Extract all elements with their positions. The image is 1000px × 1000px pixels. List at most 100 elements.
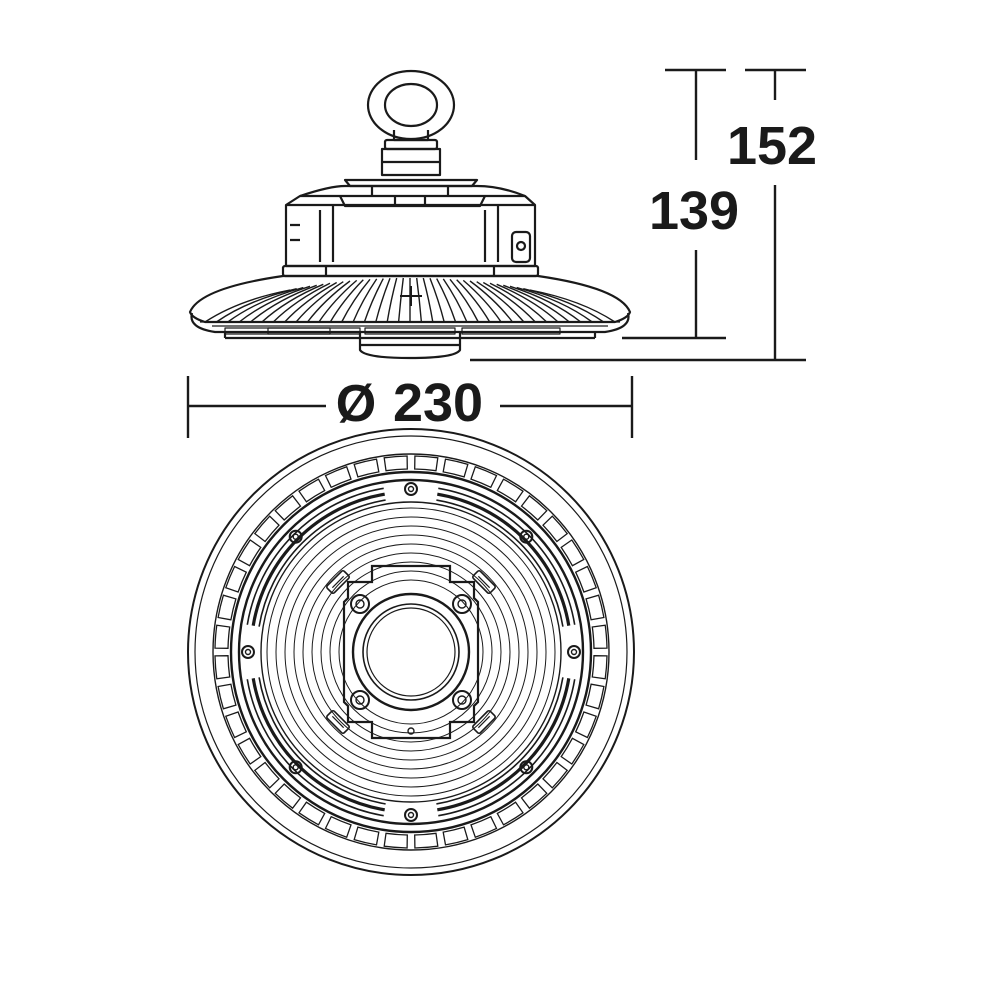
fin xyxy=(238,285,311,323)
lens-lines xyxy=(200,321,620,327)
ring-segment xyxy=(217,594,237,621)
led-arc xyxy=(436,677,564,805)
ring-segment xyxy=(353,826,380,846)
mount-screw xyxy=(350,594,370,614)
fin xyxy=(216,288,297,323)
ring-segment xyxy=(574,711,598,739)
ring-segment xyxy=(470,815,498,839)
clip-body xyxy=(472,569,496,595)
bottom-view xyxy=(187,428,635,876)
track-screw xyxy=(404,808,418,822)
fin xyxy=(509,285,582,323)
fin xyxy=(429,278,445,323)
fin xyxy=(489,282,548,323)
dimension-230-label: 230 xyxy=(393,373,483,433)
fin xyxy=(462,279,502,323)
fin xyxy=(250,284,317,323)
ring-segment xyxy=(585,683,605,710)
track-screw xyxy=(519,529,534,544)
ring-segment xyxy=(442,458,469,478)
clip-body xyxy=(472,709,496,735)
ring-segment xyxy=(224,565,248,593)
fin xyxy=(227,286,304,323)
fin xyxy=(261,283,324,323)
track-screw-center xyxy=(407,811,415,819)
ring-segment xyxy=(496,801,524,826)
mount-screw xyxy=(350,690,370,710)
fin xyxy=(363,278,384,323)
mount-screw-center xyxy=(457,695,467,705)
fin xyxy=(456,279,491,323)
track-screw xyxy=(519,760,534,775)
reflector-ring xyxy=(320,561,502,743)
outer-segment-ring xyxy=(214,455,608,849)
ring-segment xyxy=(470,465,498,489)
clip-line xyxy=(477,715,491,729)
ring-segment xyxy=(324,815,352,839)
ring-segment xyxy=(520,783,548,810)
clip-brackets xyxy=(326,569,496,735)
fin xyxy=(416,277,423,323)
clip-bracket xyxy=(326,709,350,735)
reflector-ring xyxy=(275,516,547,788)
ring-segment xyxy=(414,832,439,849)
clip-body xyxy=(326,569,350,595)
track-screw xyxy=(241,645,255,659)
fin xyxy=(272,282,331,323)
reflector-ring xyxy=(329,570,493,734)
mount-screw-center xyxy=(457,599,467,609)
ring-segment xyxy=(496,478,524,503)
track-screw xyxy=(567,645,581,659)
track-screw xyxy=(288,529,303,544)
fin xyxy=(284,281,338,323)
track-screw-center xyxy=(523,533,530,540)
reflector-ring xyxy=(284,525,538,779)
track-screw-center xyxy=(407,485,415,493)
diameter-symbol: Ø xyxy=(336,375,376,433)
ring-segment xyxy=(520,494,548,521)
track-screw-center xyxy=(570,648,578,656)
concentric-reflector xyxy=(266,507,556,797)
fin xyxy=(397,277,404,323)
track-screw-center xyxy=(523,764,530,771)
led-track xyxy=(241,482,581,822)
fin xyxy=(469,280,514,323)
ring-segment xyxy=(298,478,326,503)
reflector-ring xyxy=(293,534,529,770)
eye-bolt xyxy=(366,69,456,177)
ring-segment xyxy=(585,594,605,621)
ring-segment xyxy=(237,539,262,567)
fin xyxy=(306,280,351,323)
dimension-139-label: 139 xyxy=(649,181,739,241)
dimension-152-label: 152 xyxy=(727,116,817,176)
heatsink-plate xyxy=(281,264,540,278)
ring-segment xyxy=(217,683,237,710)
ring-segment xyxy=(253,515,280,543)
ring-segment xyxy=(224,711,248,739)
ring-segment xyxy=(214,655,231,680)
clip-bracket xyxy=(472,709,496,735)
track-screw-center xyxy=(292,533,299,540)
ring-segment xyxy=(324,465,352,489)
fin xyxy=(442,278,468,323)
track-screw-center xyxy=(292,764,299,771)
led-arc xyxy=(436,499,564,627)
reflector-ring xyxy=(338,579,484,725)
fin xyxy=(496,283,559,323)
fin xyxy=(352,278,378,323)
ring-segment xyxy=(591,624,608,649)
fin xyxy=(449,278,479,323)
fin xyxy=(204,289,291,323)
fin xyxy=(516,286,593,323)
fin xyxy=(482,281,536,323)
ring-segment xyxy=(298,801,326,826)
clip-line xyxy=(331,715,345,729)
reflector-ring xyxy=(302,543,520,761)
heatsink-fins xyxy=(188,274,632,335)
ring-segment xyxy=(274,494,302,521)
side-view xyxy=(188,69,632,360)
ring-segment xyxy=(442,826,469,846)
reflector-ring xyxy=(311,552,511,752)
fin xyxy=(503,284,570,323)
